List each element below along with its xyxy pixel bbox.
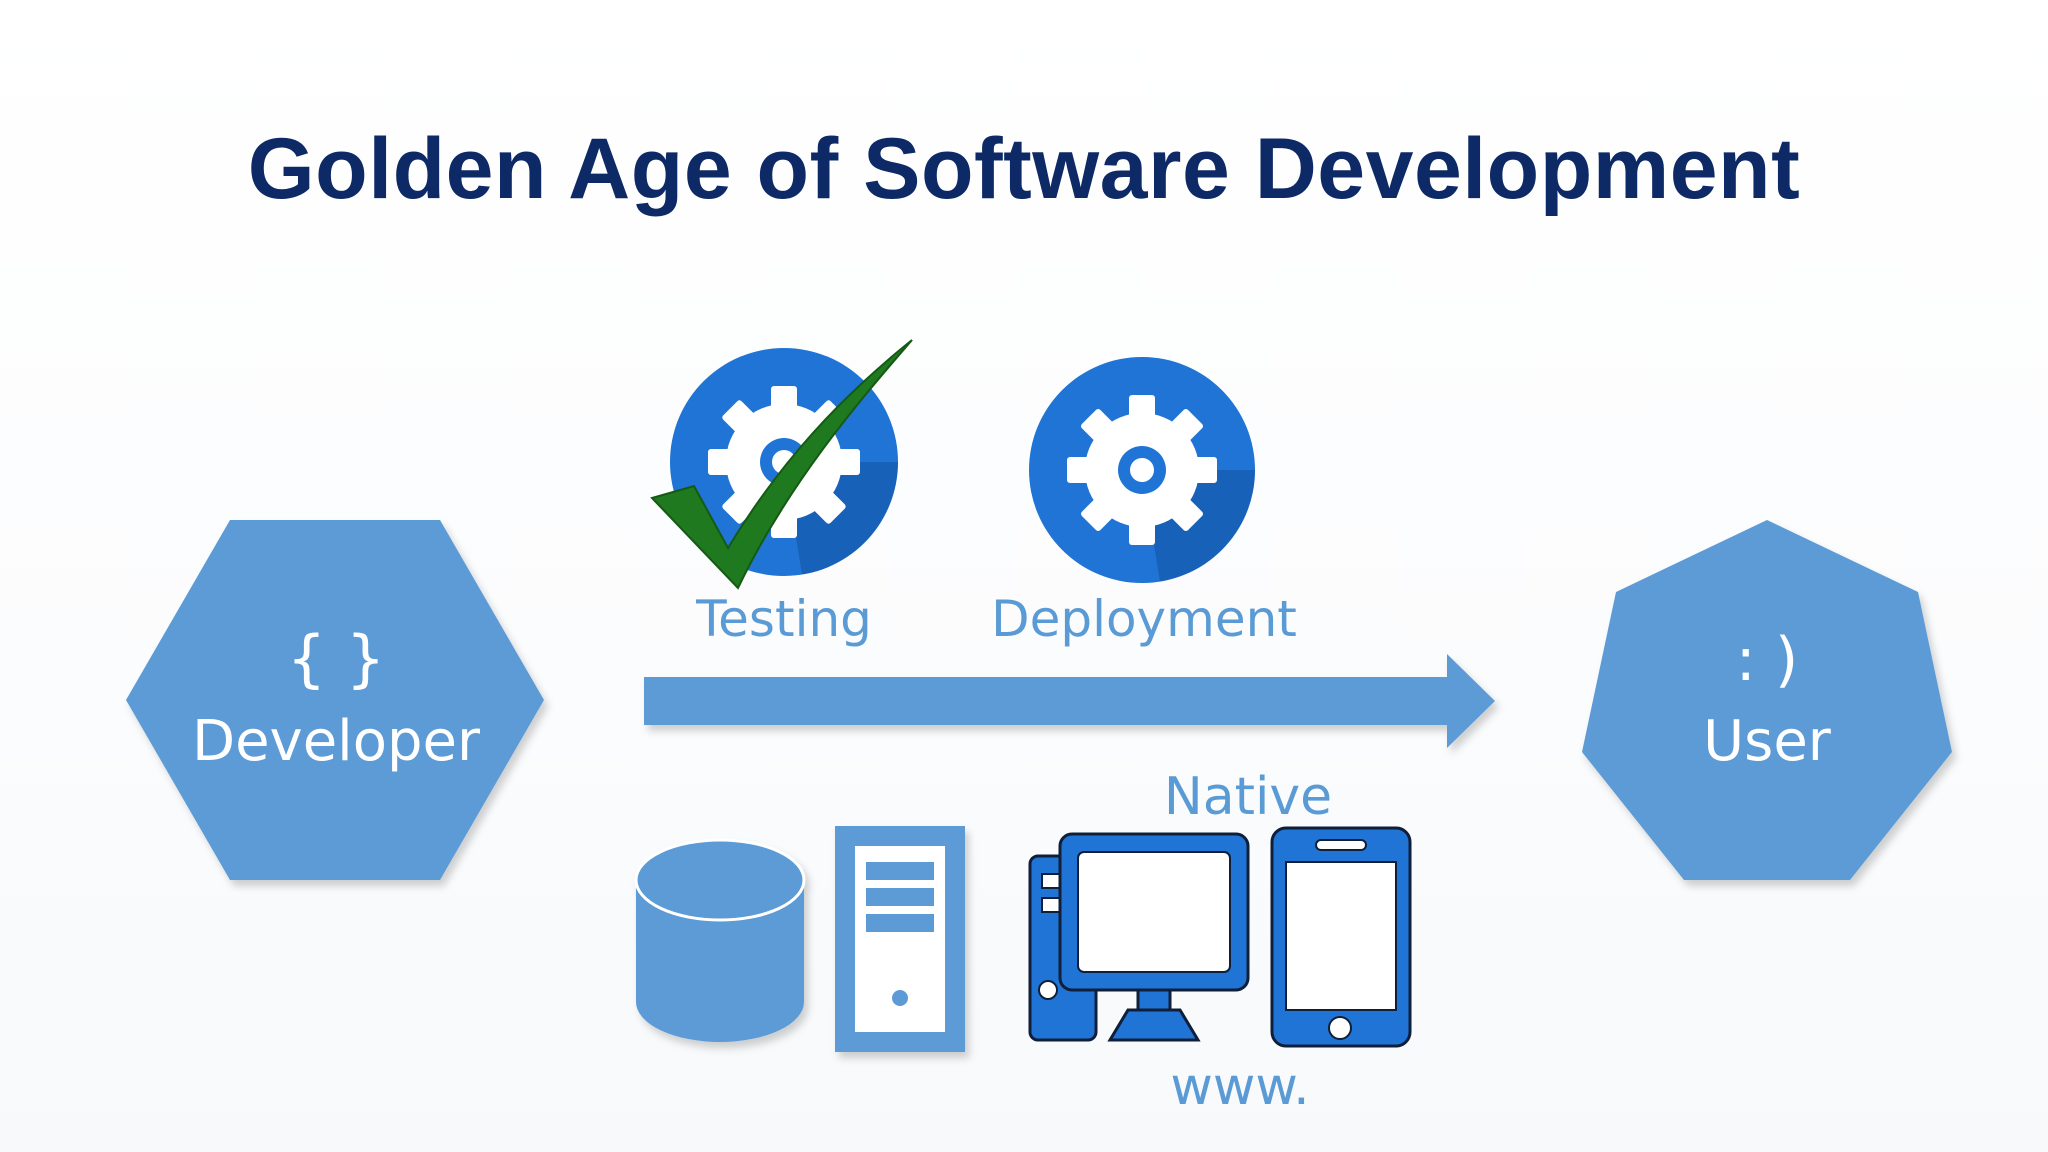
- developer-hexagon: [126, 520, 544, 880]
- user-node: : ) User: [1582, 520, 1952, 880]
- flow-arrow: [644, 654, 1495, 748]
- native-label: Native: [1164, 767, 1332, 827]
- deployment-gear-icon: [1029, 357, 1255, 583]
- desktop-computer-icon: [1028, 832, 1250, 1042]
- checkmark-icon: [650, 339, 913, 590]
- developer-label: Developer: [192, 709, 481, 774]
- smartphone-icon: [1270, 826, 1412, 1048]
- server-icon: [835, 826, 965, 1052]
- user-heptagon: [1582, 520, 1952, 880]
- user-label: User: [1703, 709, 1832, 774]
- deployment-label: Deployment: [991, 590, 1297, 648]
- web-label: www.: [1170, 1057, 1309, 1117]
- slide-title: Golden Age of Software Development: [247, 121, 1801, 217]
- developer-node: { } Developer: [126, 520, 544, 880]
- developer-symbol: { }: [287, 622, 386, 695]
- user-symbol: : ): [1736, 625, 1799, 695]
- database-icon: [634, 838, 806, 1042]
- testing-label: Testing: [695, 590, 872, 648]
